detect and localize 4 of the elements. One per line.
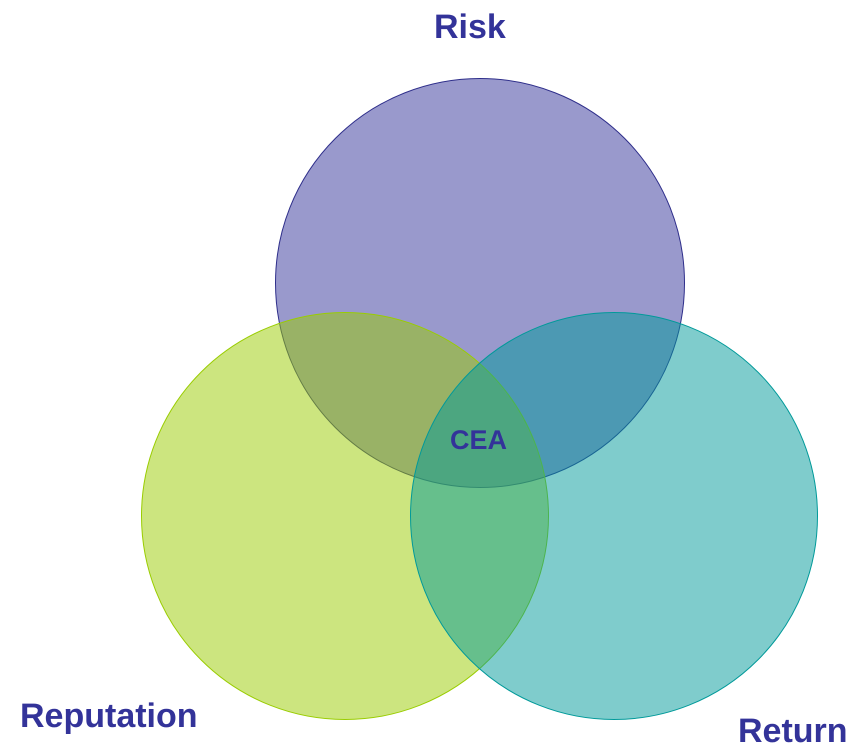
set-label: Return: [738, 714, 848, 747]
set-label: Risk: [434, 10, 506, 44]
intersection-label: CEA: [450, 427, 508, 454]
set-label: Reputation: [20, 699, 198, 733]
